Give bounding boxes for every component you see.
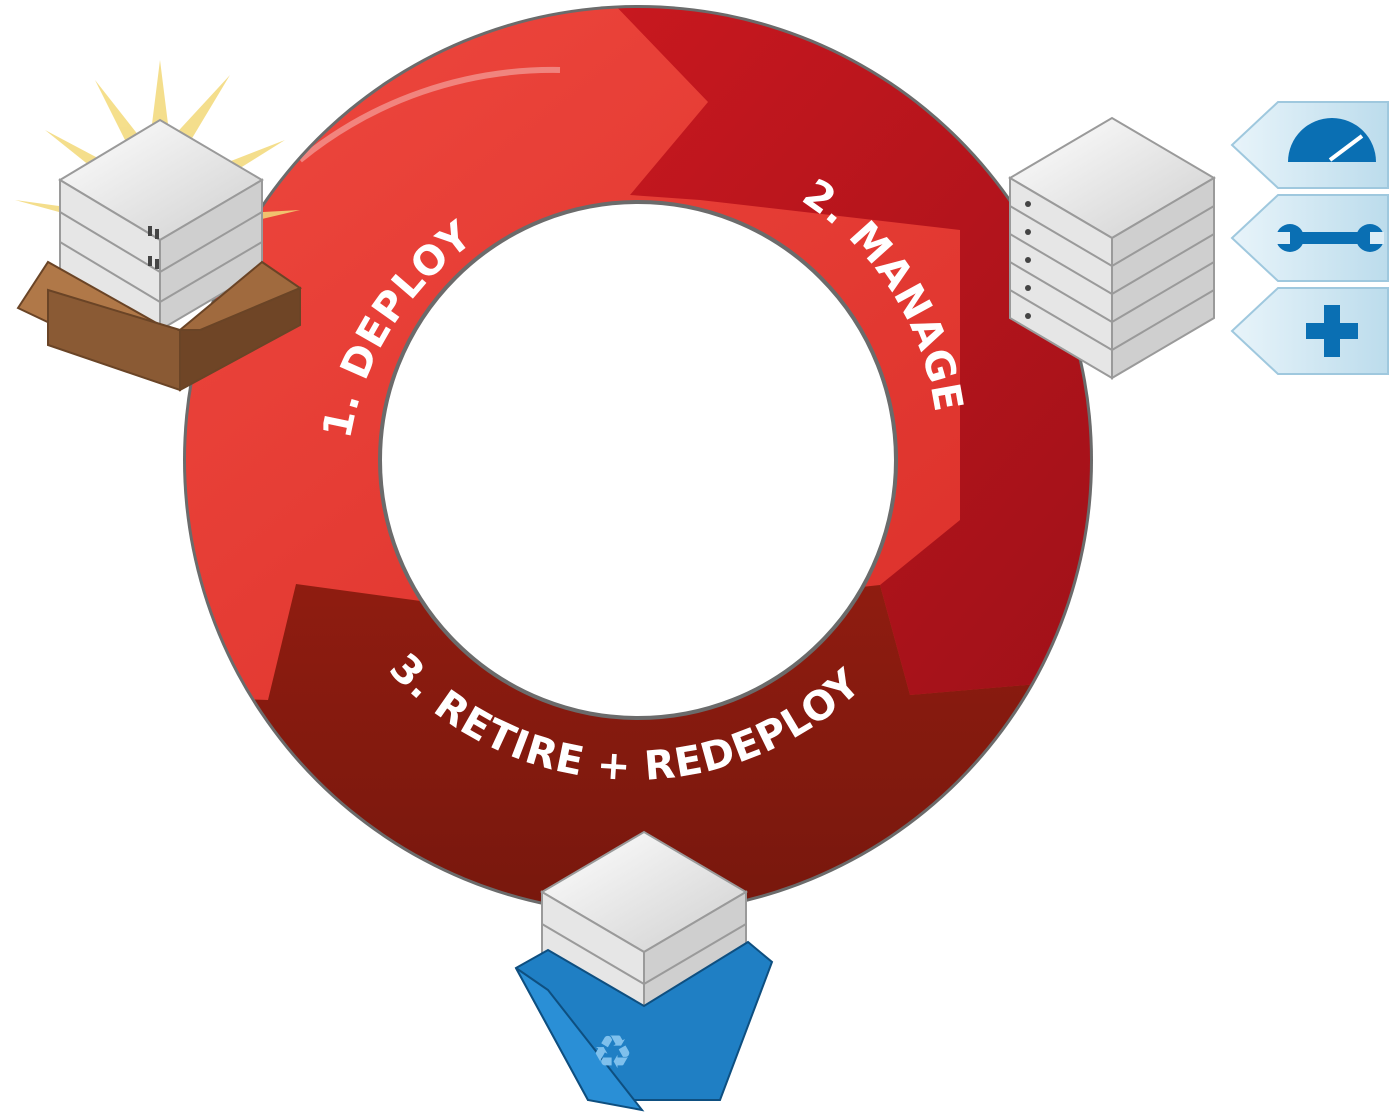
manage-tag-wrench bbox=[1230, 194, 1389, 282]
speedometer-icon bbox=[1288, 118, 1376, 162]
manage-tag-speed bbox=[1230, 101, 1389, 189]
manage-tag-plus bbox=[1230, 287, 1389, 375]
recycle-icon: ♻ bbox=[592, 1025, 633, 1079]
ring-center bbox=[378, 200, 898, 720]
wrench-icon bbox=[1276, 224, 1384, 252]
server-rack-icon bbox=[1008, 116, 1216, 380]
plus-icon bbox=[1306, 305, 1358, 357]
server-in-box-icon bbox=[15, 60, 303, 392]
retire-segment bbox=[0, 584, 1200, 1112]
server-in-recycle-bin-icon: ♻ bbox=[514, 830, 774, 1112]
